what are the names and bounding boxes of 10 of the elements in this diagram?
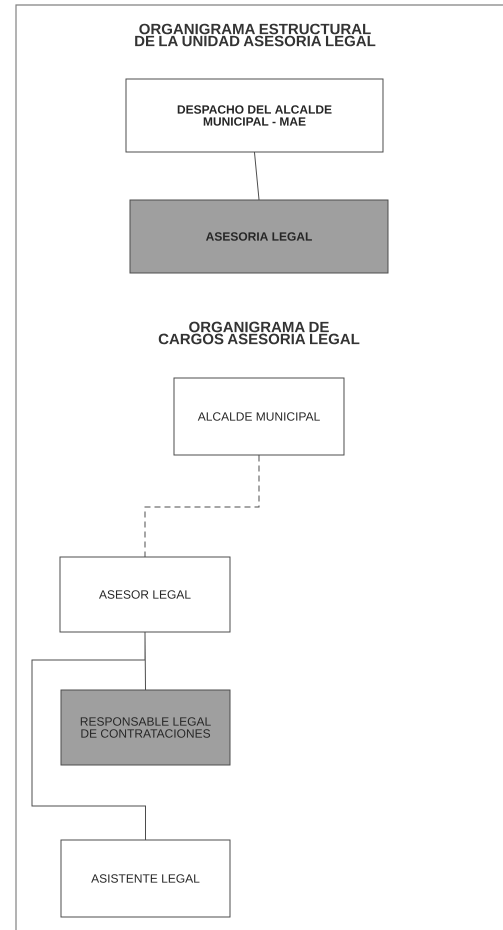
org-box: ASESOR LEGAL — [60, 556, 230, 632]
org-box: ALCALDE MUNICIPAL — [174, 378, 344, 456]
org-box: ASESORIA LEGAL — [130, 200, 388, 274]
org-box: ASISTENTE LEGAL — [60, 840, 230, 918]
connector-line — [144, 455, 260, 557]
org-box: DESPACHO DEL ALCALDE MUNICIPAL - MAE — [126, 78, 384, 152]
heading: ORGANIGRAMA ESTRUCTURAL DE LA UNIDAD ASESORIA LEGAL — [135, 24, 376, 46]
org-box: RESPONSABLE LEGAL DE CONTRATACIONES — [60, 690, 230, 766]
connector-line — [254, 152, 260, 200]
heading: ORGANIGRAMA DE CARGOS ASESORIA LEGAL — [158, 322, 360, 344]
